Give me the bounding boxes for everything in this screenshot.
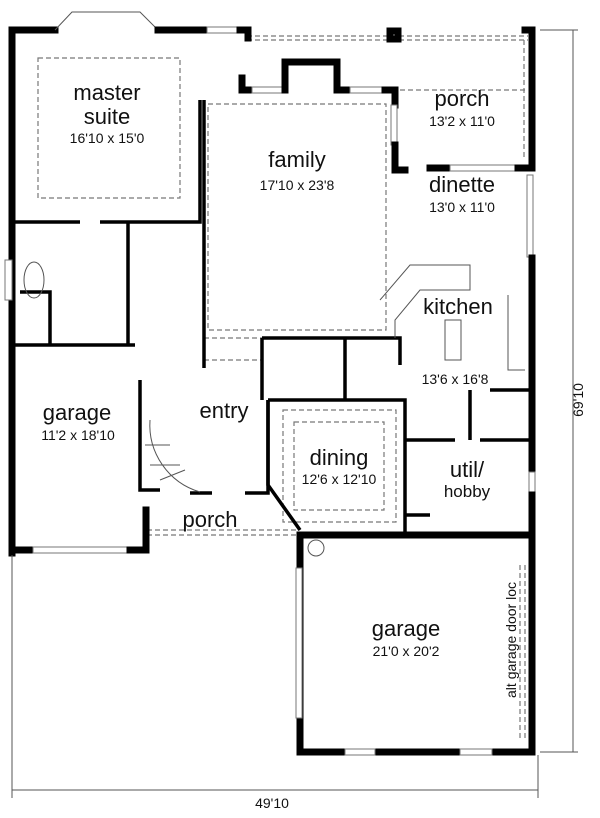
room-name: garage <box>372 616 441 641</box>
room-name: util/ <box>450 457 485 482</box>
alt-garage-note: alt garage door loc <box>503 582 519 698</box>
interior-walls <box>12 100 530 557</box>
room-name: hobby <box>444 482 491 501</box>
width-dimension: 49'10 <box>255 795 289 811</box>
room-name: kitchen <box>423 294 493 319</box>
room-name: entry <box>200 398 249 423</box>
room-size: 13'6 x 16'8 <box>422 371 489 387</box>
room-name: porch <box>434 86 489 111</box>
room-size: 11'2 x 18'10 <box>41 427 115 443</box>
walls <box>4 11 536 756</box>
room-name: garage <box>43 400 112 425</box>
room-name: dinette <box>429 172 495 197</box>
room-size: 16'10 x 15'0 <box>70 130 145 146</box>
room-name: suite <box>84 104 130 129</box>
room-size: 13'0 x 11'0 <box>429 199 495 215</box>
room-size: 21'0 x 20'2 <box>373 643 440 659</box>
room-name: master <box>73 80 140 105</box>
room-labels: master suite 16'10 x 15'0 family 17'10 x… <box>41 80 519 698</box>
room-size: 12'6 x 12'10 <box>302 471 377 487</box>
dimensions: 69'10 49'10 <box>11 29 586 811</box>
room-size: 17'10 x 23'8 <box>260 177 335 193</box>
room-name: family <box>268 147 325 172</box>
room-size: 13'2 x 11'0 <box>429 113 495 129</box>
room-name: dining <box>310 445 369 470</box>
room-name: porch <box>182 507 237 532</box>
depth-dimension: 69'10 <box>570 383 586 417</box>
